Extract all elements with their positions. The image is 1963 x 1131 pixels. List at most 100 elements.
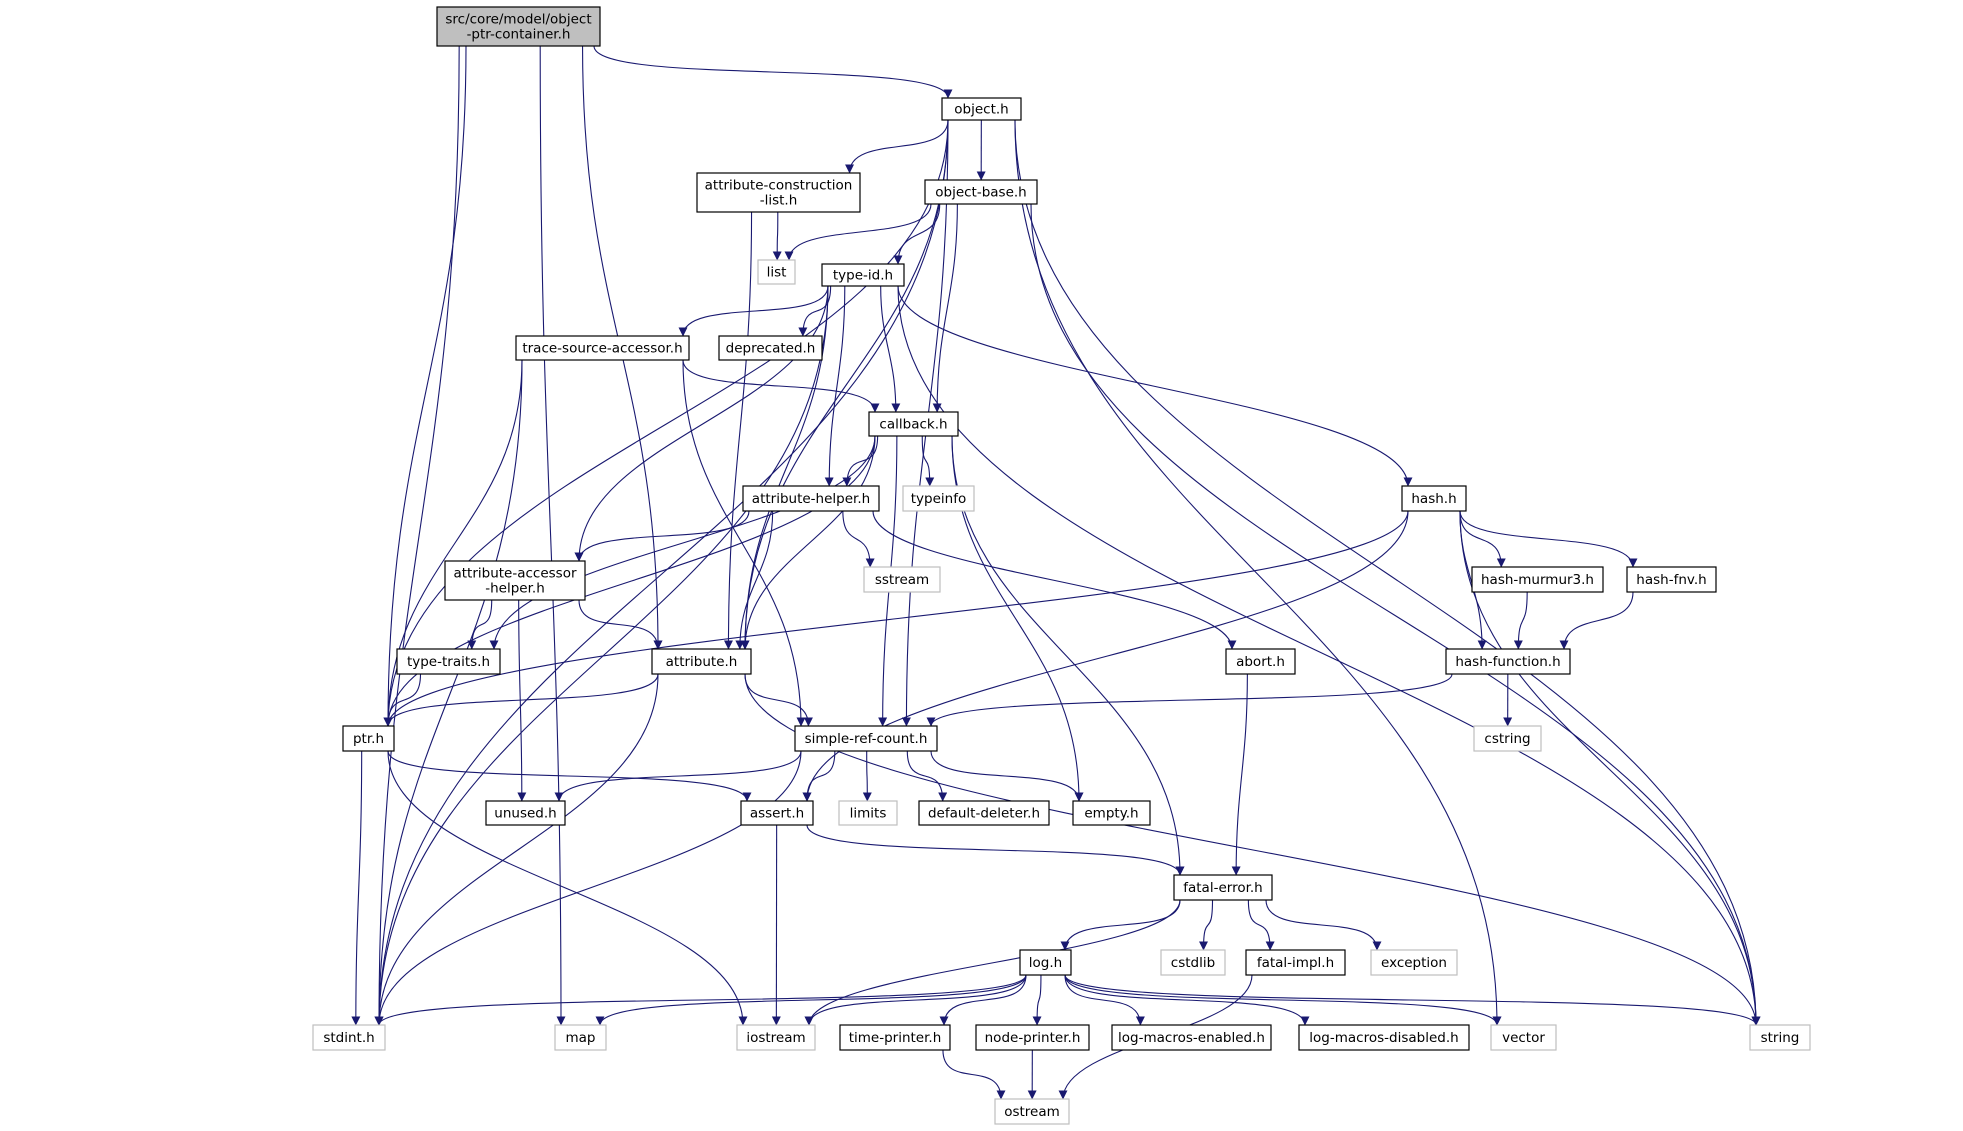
- node-label: typeinfo: [911, 491, 966, 507]
- node-label: exception: [1381, 955, 1447, 971]
- edge-simple-ref-to-unused: [554, 750, 802, 802]
- node-object-h[interactable]: object.h: [941, 97, 1022, 121]
- node-fatal-impl[interactable]: fatal-impl.h: [1245, 949, 1346, 976]
- node-hash-murmur3[interactable]: hash-murmur3.h: [1471, 566, 1604, 593]
- node-box: [436, 6, 601, 47]
- edge-abort-h-to-fatal-error: [1231, 673, 1248, 876]
- node-log-h[interactable]: log.h: [1019, 949, 1072, 976]
- node-box: [1490, 1024, 1557, 1051]
- node-unused[interactable]: unused.h: [485, 800, 566, 826]
- node-box: [312, 1024, 386, 1051]
- edge-object-h-to-attribute-h: [740, 119, 949, 650]
- node-time-printer[interactable]: time-printer.h: [839, 1024, 951, 1051]
- edge-attribute-accessor-to-type-traits: [467, 599, 493, 650]
- node-box: [1225, 648, 1296, 675]
- node-label: ptr.h: [353, 731, 384, 747]
- node-label: string: [1761, 1030, 1800, 1046]
- node-label: -helper.h: [485, 581, 545, 597]
- edge-attribute-accessor-to-attribute-h: [578, 599, 663, 650]
- node-node-printer[interactable]: node-printer.h: [975, 1024, 1090, 1051]
- node-attribute-construction[interactable]: attribute-construction-list.h: [696, 172, 861, 213]
- node-callback[interactable]: callback.h: [868, 411, 959, 437]
- node-box: [918, 800, 1050, 826]
- node-ostream: ostream: [994, 1098, 1070, 1125]
- edge-type-id-to-callback: [880, 285, 901, 413]
- edge-attribute-h-to-stdint: [374, 673, 659, 1026]
- edge-callback-to-typeinfo: [921, 435, 935, 487]
- node-hash-h[interactable]: hash.h: [1401, 485, 1467, 512]
- edge-type-traits-to-ptr-h: [383, 673, 422, 727]
- node-label: attribute-helper.h: [752, 491, 870, 507]
- node-box: [1173, 874, 1273, 901]
- node-box: [1471, 566, 1604, 593]
- node-box: [902, 485, 975, 512]
- edge-attribute-h-to-simple-ref: [744, 673, 813, 727]
- node-box: [863, 566, 941, 593]
- node-box: [794, 725, 938, 752]
- node-box: [1298, 1024, 1470, 1051]
- node-box: [718, 335, 823, 361]
- edge-attribute-helper-to-sstream: [842, 510, 875, 568]
- node-attribute-accessor[interactable]: attribute-accessor-helper.h: [444, 560, 586, 601]
- node-box: [444, 560, 586, 601]
- node-label: limits: [850, 806, 887, 822]
- node-root[interactable]: src/core/model/object-ptr-container.h: [436, 6, 601, 47]
- node-hash-fnv[interactable]: hash-fnv.h: [1626, 566, 1717, 593]
- edge-fatal-error-to-cstdlib: [1199, 899, 1214, 951]
- node-default-deleter[interactable]: default-deleter.h: [918, 800, 1050, 826]
- node-deprecated[interactable]: deprecated.h: [718, 335, 823, 361]
- node-type-id[interactable]: type-id.h: [821, 263, 905, 287]
- node-box: [396, 648, 501, 675]
- node-ptr-h[interactable]: ptr.h: [342, 725, 395, 752]
- edge-type-id-to-trace-source: [678, 285, 829, 337]
- node-label: object-base.h: [935, 185, 1027, 201]
- node-iostream: iostream: [736, 1024, 816, 1051]
- node-label: default-deleter.h: [928, 806, 1040, 822]
- edge-fatal-error-to-iostream: [804, 899, 1181, 1026]
- node-label: empty.h: [1084, 806, 1138, 822]
- node-label: trace-source-accessor.h: [522, 341, 682, 357]
- edge-log-h-to-time-printer: [939, 974, 1027, 1026]
- node-label: vector: [1502, 1030, 1545, 1046]
- node-label: hash-fnv.h: [1636, 572, 1706, 588]
- node-list: list: [757, 259, 796, 285]
- edge-root-to-stdint: [374, 45, 460, 1026]
- node-type-traits[interactable]: type-traits.h: [396, 648, 501, 675]
- edge-type-id-to-string: [897, 285, 1761, 1026]
- node-label: cstring: [1484, 731, 1530, 747]
- edge-object-h-to-stdint: [374, 119, 949, 1026]
- edge-hash-fnv-to-hash-function: [1559, 591, 1634, 650]
- node-empty-h[interactable]: empty.h: [1072, 800, 1151, 826]
- node-hash-function[interactable]: hash-function.h: [1445, 648, 1571, 675]
- node-object-base[interactable]: object-base.h: [924, 179, 1038, 205]
- node-fatal-error[interactable]: fatal-error.h: [1173, 874, 1273, 901]
- edge-object-base-to-callback: [932, 203, 958, 413]
- node-assert-h[interactable]: assert.h: [740, 800, 814, 826]
- node-log-macros-disabled[interactable]: log-macros-disabled.h: [1298, 1024, 1470, 1051]
- edge-simple-ref-to-stdint: [374, 750, 802, 1026]
- edge-trace-source-to-ptr-h: [383, 359, 523, 727]
- node-label: attribute.h: [666, 654, 738, 670]
- node-attribute-helper[interactable]: attribute-helper.h: [742, 485, 880, 512]
- edge-type-id-to-hash-h: [897, 285, 1413, 487]
- edge-simple-ref-to-limits: [862, 750, 872, 802]
- node-label: unused.h: [494, 806, 556, 822]
- node-box: [1245, 949, 1346, 976]
- node-simple-ref[interactable]: simple-ref-count.h: [794, 725, 938, 752]
- node-box: [515, 335, 690, 361]
- node-label: hash-murmur3.h: [1481, 572, 1594, 588]
- node-string: string: [1749, 1024, 1811, 1051]
- edge-fatal-error-to-log-h: [1060, 899, 1181, 951]
- node-box: [941, 97, 1022, 121]
- edge-callback-to-type-traits: [489, 435, 876, 650]
- edge-hash-murmur3-to-hash-function: [1513, 591, 1528, 650]
- edge-attribute-helper-to-attribute-accessor: [574, 510, 750, 562]
- node-attribute-h[interactable]: attribute.h: [651, 648, 752, 675]
- node-label: object.h: [954, 102, 1008, 118]
- node-label: attribute-accessor: [453, 566, 577, 582]
- node-trace-source[interactable]: trace-source-accessor.h: [515, 335, 690, 361]
- edge-callback-to-attribute-helper: [842, 435, 879, 487]
- node-abort-h[interactable]: abort.h: [1225, 648, 1296, 675]
- node-label: log-macros-enabled.h: [1118, 1030, 1265, 1046]
- node-log-macros-enabled[interactable]: log-macros-enabled.h: [1111, 1024, 1272, 1051]
